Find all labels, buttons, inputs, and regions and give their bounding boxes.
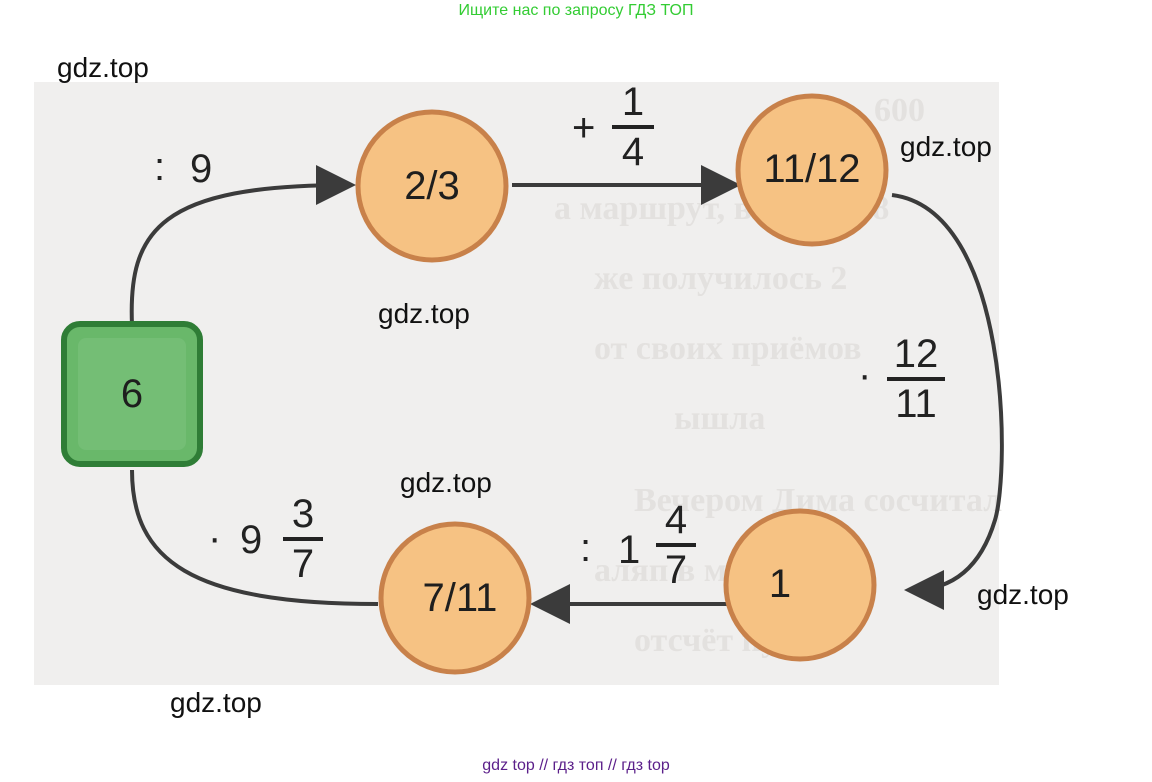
op4-fraction: 4 7 [656, 500, 696, 590]
op2-denominator: 4 [621, 130, 645, 174]
arrow-start-to-node1 [129, 165, 356, 326]
node-value-2: 11/12 [763, 147, 861, 191]
op4-numerator: 4 [664, 498, 688, 542]
op2-numerator: 1 [621, 80, 645, 124]
watermark-3: gdz.top [378, 298, 470, 329]
watermark-5: gdz.top [977, 579, 1069, 610]
op5-fraction: 3 7 [283, 494, 323, 584]
op3-numerator: 12 [893, 332, 939, 376]
watermark-1: gdz.top [57, 52, 149, 83]
op5-whole: 9 [240, 518, 263, 562]
op5-numerator: 3 [291, 492, 315, 536]
top-banner: Ищите нас по запросу ГДЗ ТОП [458, 2, 694, 19]
node-circle-4 [378, 521, 532, 675]
op1-sign: : [154, 145, 166, 189]
watermark-6: gdz.top [170, 687, 262, 718]
bottom-banner: gdz top // гдз топ // гдз top [482, 757, 670, 774]
node-circle-3 [723, 508, 877, 662]
op1-whole: 9 [190, 147, 213, 191]
op2-sign: + [572, 106, 596, 150]
arrow-node2-to-node3 [891, 193, 1004, 610]
node-value-3: 1 [768, 562, 792, 606]
op3-denominator: 11 [895, 382, 937, 426]
op4-whole: 1 [618, 528, 641, 572]
node-value-4: 7/11 [422, 576, 498, 620]
node-circle-1 [355, 109, 509, 263]
op2-fraction: 1 4 [612, 82, 654, 172]
op5-denominator: 7 [291, 542, 315, 586]
op5-sign: · [208, 516, 222, 560]
watermark-4: gdz.top [400, 467, 492, 498]
node-value-1: 2/3 [404, 164, 460, 208]
node-circle-2 [735, 93, 889, 247]
watermark-2: gdz.top [900, 131, 992, 162]
op4-denominator: 7 [664, 548, 688, 592]
arrow-node4-to-start [130, 469, 379, 606]
op3-sign: · [858, 353, 872, 397]
op3-fraction: 12 11 [887, 334, 945, 424]
op4-sign: : [580, 526, 592, 570]
start-value: 6 [120, 372, 144, 416]
